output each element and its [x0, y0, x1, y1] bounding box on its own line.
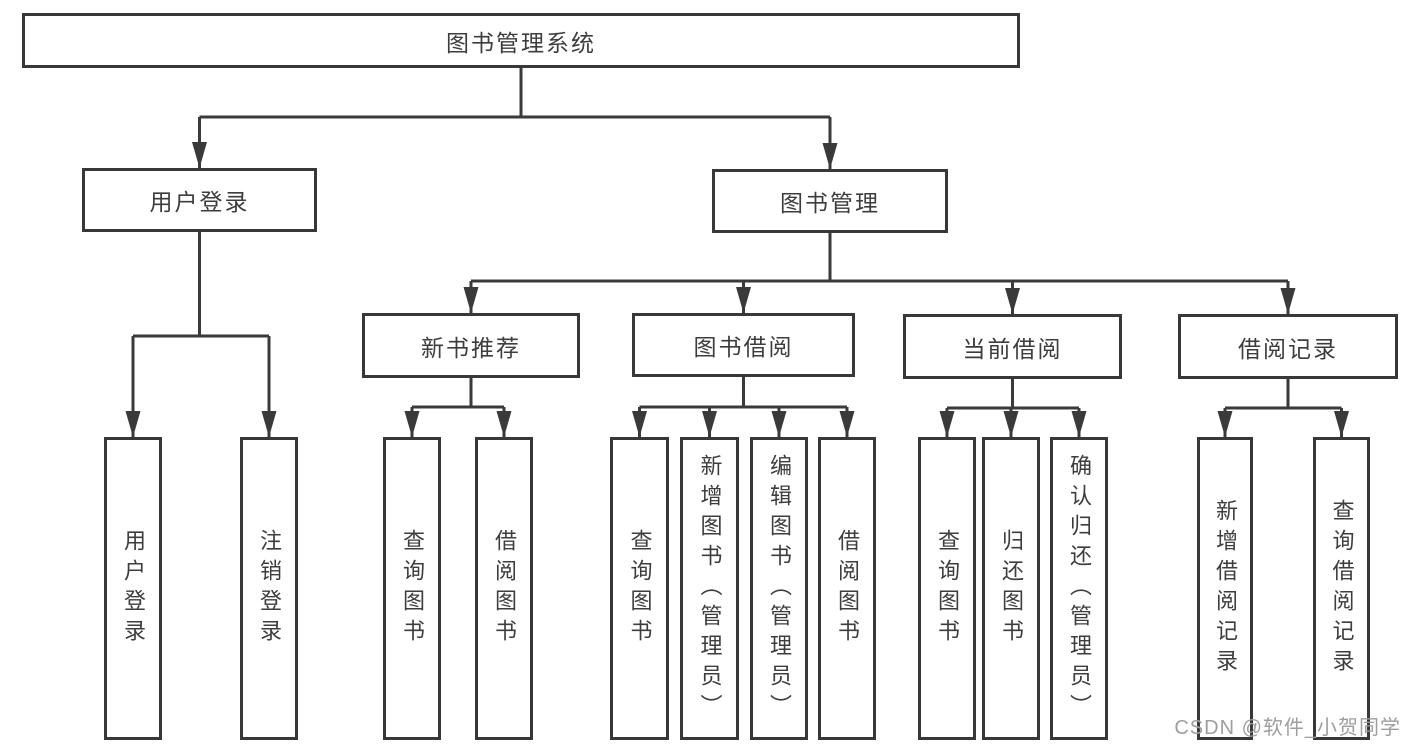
- node-leaf-query-books-2: 查询图书: [610, 437, 669, 740]
- node-library-management-system: 图书管理系统: [22, 13, 1020, 68]
- node-label: 查询图书: [935, 528, 960, 649]
- node-borrowing-records: 借阅记录: [1178, 314, 1398, 379]
- node-label: 注销登录: [257, 528, 282, 649]
- node-label: 查询借阅记录: [1329, 498, 1355, 679]
- node-label: 查询图书: [400, 528, 425, 649]
- node-label: 编辑图书（管理员）: [767, 453, 792, 724]
- node-leaf-edit-book-admin: 编辑图书（管理员）: [750, 437, 808, 740]
- node-book-management: 图书管理: [712, 169, 948, 233]
- node-label: 图书管理系统: [446, 29, 596, 56]
- node-leaf-return-book: 归还图书: [982, 437, 1040, 740]
- node-label: 新增借阅记录: [1213, 498, 1238, 679]
- node-leaf-borrow-books-1: 借阅图书: [475, 437, 533, 740]
- node-new-book-recommend: 新书推荐: [362, 313, 580, 378]
- node-label: 新增图书（管理员）: [697, 453, 723, 724]
- node-current-borrowing: 当前借阅: [903, 314, 1122, 379]
- node-leaf-query-books-1: 查询图书: [383, 437, 441, 740]
- node-leaf-add-book-admin: 新增图书（管理员）: [680, 437, 739, 740]
- node-label: 图书管理: [780, 190, 880, 216]
- node-leaf-logout: 注销登录: [240, 437, 298, 740]
- node-label: 查询图书: [627, 528, 653, 649]
- node-user-login: 用户登录: [82, 168, 317, 232]
- node-label: 确认归还（管理员）: [1067, 453, 1092, 724]
- node-leaf-add-borrow-record: 新增借阅记录: [1197, 437, 1253, 740]
- node-leaf-user-login: 用户登录: [104, 437, 162, 740]
- node-label: 借阅图书: [492, 528, 517, 649]
- node-leaf-borrow-books-2: 借阅图书: [818, 437, 876, 740]
- node-label: 用户登录: [121, 528, 146, 649]
- node-leaf-query-borrow-record: 查询借阅记录: [1313, 437, 1370, 740]
- node-book-borrowing: 图书借阅: [632, 313, 855, 377]
- node-label: 借阅图书: [835, 528, 860, 649]
- node-label: 新书推荐: [421, 334, 521, 361]
- node-label: 归还图书: [999, 528, 1024, 649]
- node-label: 图书借阅: [693, 334, 794, 360]
- node-label: 借阅记录: [1238, 335, 1338, 362]
- csdn-watermark: CSDN @软件_小贺同学: [1174, 717, 1401, 739]
- node-leaf-confirm-return-admin: 确认归还（管理员）: [1050, 437, 1108, 740]
- node-label: 用户登录: [149, 189, 250, 215]
- node-leaf-query-books-3: 查询图书: [918, 437, 976, 740]
- node-label: 当前借阅: [962, 335, 1063, 362]
